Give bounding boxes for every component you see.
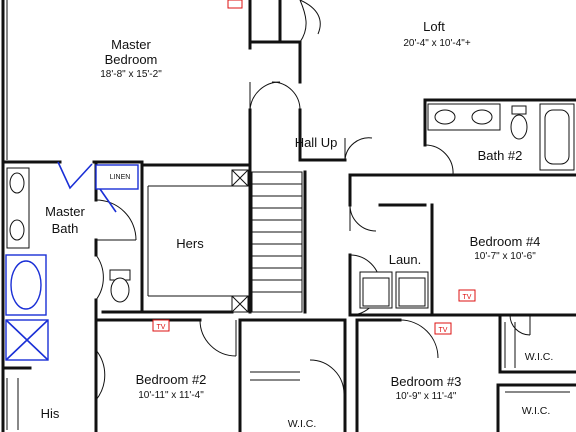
tv-icon — [227, 0, 243, 9]
linen-closet — [95, 164, 139, 190]
hers-name: Hers — [176, 236, 204, 251]
room-labels: Master Bedroom 18'-8" x 15'-2" Loft 20'-… — [41, 19, 554, 430]
master-bath-name-line2: Bath — [52, 221, 79, 236]
toilet-bowl-icon — [510, 114, 528, 140]
wic-bed2-name: W.I.C. — [288, 418, 317, 430]
master-bedroom-name-line1: Master — [111, 37, 151, 52]
master-bedroom-name-line2: Bedroom — [105, 52, 158, 67]
master-bedroom-dims: 18'-8" x 15'-2" — [100, 69, 162, 80]
laundry-name: Laun. — [389, 252, 422, 267]
bedroom2-dims: 10'-11" x 11'-4" — [138, 390, 204, 401]
bedroom2-name: Bedroom #2 — [136, 372, 207, 387]
master-bath-name-line1: Master — [45, 204, 85, 219]
toilet-bowl-icon — [110, 277, 130, 303]
his-name: His — [41, 406, 60, 421]
toilet-tank-icon — [511, 105, 527, 115]
sink-icon — [434, 109, 456, 125]
linen-label: LINEN — [110, 174, 131, 181]
sink-icon — [9, 172, 25, 194]
wic-bed4-name: W.I.C. — [525, 351, 554, 363]
tv-label: TV — [157, 324, 166, 331]
bedroom4-name: Bedroom #4 — [470, 234, 541, 249]
bath2-name: Bath #2 — [478, 148, 523, 163]
tv-icon — [458, 289, 476, 302]
tv-label: TV — [439, 327, 448, 334]
sink-icon — [471, 109, 493, 125]
bedroom4-dims: 10'-7" x 10'-6" — [474, 251, 536, 262]
tv-label: TV — [463, 294, 472, 301]
loft-name: Loft — [423, 19, 445, 34]
fixtures — [5, 103, 575, 430]
loft-dims: 20'-4" x 10'-4"+ — [403, 38, 471, 49]
doors — [95, 0, 531, 401]
bedroom3-dims: 10'-9" x 11'-4" — [396, 391, 457, 402]
bedroom3-name: Bedroom #3 — [391, 374, 462, 389]
wic-bed3-name: W.I.C. — [522, 405, 551, 417]
tv-icon — [152, 319, 170, 332]
tv-icon — [434, 322, 452, 335]
sink-icon — [9, 219, 25, 241]
hall-up-name: Hall Up — [295, 135, 338, 150]
staircase — [147, 169, 303, 313]
tv-markers: TV TV TV — [152, 0, 476, 335]
